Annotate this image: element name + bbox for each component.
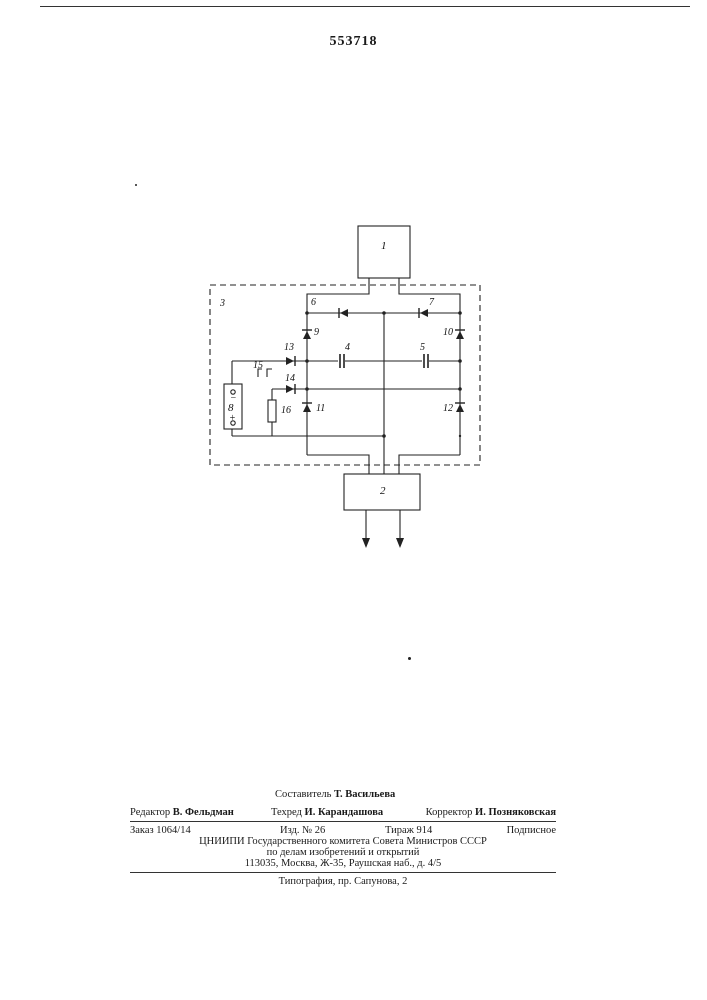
- edition-number: Изд. № 26: [280, 825, 325, 836]
- order-number: Заказ 1064/14: [130, 825, 191, 836]
- imprint-rule-top: [130, 821, 556, 822]
- editor-role: Редактор: [130, 807, 170, 818]
- label-diode-11: 11: [316, 403, 325, 414]
- diode-7: [420, 309, 428, 317]
- diode-13: [286, 357, 294, 365]
- label-diode-9: 9: [314, 327, 319, 338]
- label-diode-14: 14: [285, 373, 295, 384]
- organization-line-2: по делам изобретений и открытий: [267, 847, 420, 858]
- label-diode-6: 6: [311, 297, 316, 308]
- resistor-16: [268, 400, 276, 422]
- label-diode-10: 10: [443, 327, 453, 338]
- diode-12: [456, 404, 464, 412]
- printer-address: Типография, пр. Сапунова, 2: [279, 876, 408, 887]
- compiler-name: Т. Васильева: [334, 789, 395, 800]
- label-block-1: 1: [381, 240, 387, 252]
- label-diode-7: 7: [429, 297, 435, 308]
- label-diode-13: 13: [284, 342, 294, 353]
- corrector-name: И. Позняковская: [475, 807, 556, 818]
- print-speck: [135, 184, 137, 186]
- compiler-role: Составитель: [275, 789, 331, 800]
- battery-plus-sign: +: [229, 413, 236, 424]
- editor-name: В. Фельдман: [173, 807, 234, 818]
- organization-line-1: ЦНИИПИ Государственного комитета Совета …: [199, 836, 487, 847]
- label-block-2: 2: [380, 485, 386, 497]
- output-arrow-left: [362, 538, 370, 548]
- label-capacitor-4: 4: [345, 342, 350, 353]
- organization-address: 113035, Москва, Ж-35, Раушская наб., д. …: [245, 858, 442, 869]
- imprint-rule-bottom: [130, 872, 556, 873]
- publication-info: Заказ 1064/14 Изд. № 26 Тираж 914 Подпис…: [130, 825, 556, 875]
- block-1: [358, 226, 410, 278]
- label-capacitor-5: 5: [420, 342, 425, 353]
- output-arrow-right: [396, 538, 404, 548]
- techred-role: Техред: [271, 807, 302, 818]
- printer-info: Типография, пр. Сапунова, 2: [130, 876, 556, 890]
- print-speck: [408, 657, 411, 660]
- diode-10: [456, 331, 464, 339]
- diode-11: [303, 404, 311, 412]
- diode-9: [303, 331, 311, 339]
- label-resistor-16: 16: [281, 405, 291, 416]
- label-switch-15: 15: [253, 360, 263, 371]
- diode-14: [286, 385, 294, 393]
- label-boundary-3: 3: [219, 298, 225, 309]
- battery-minus-sign: −: [230, 393, 237, 404]
- corrector-role: Корректор: [426, 807, 473, 818]
- subscription-note: Подписное: [507, 825, 556, 836]
- print-run: Тираж 914: [385, 825, 432, 836]
- diode-6: [340, 309, 348, 317]
- label-diode-12: 12: [443, 403, 453, 414]
- techred-name: И. Карандашова: [305, 807, 384, 818]
